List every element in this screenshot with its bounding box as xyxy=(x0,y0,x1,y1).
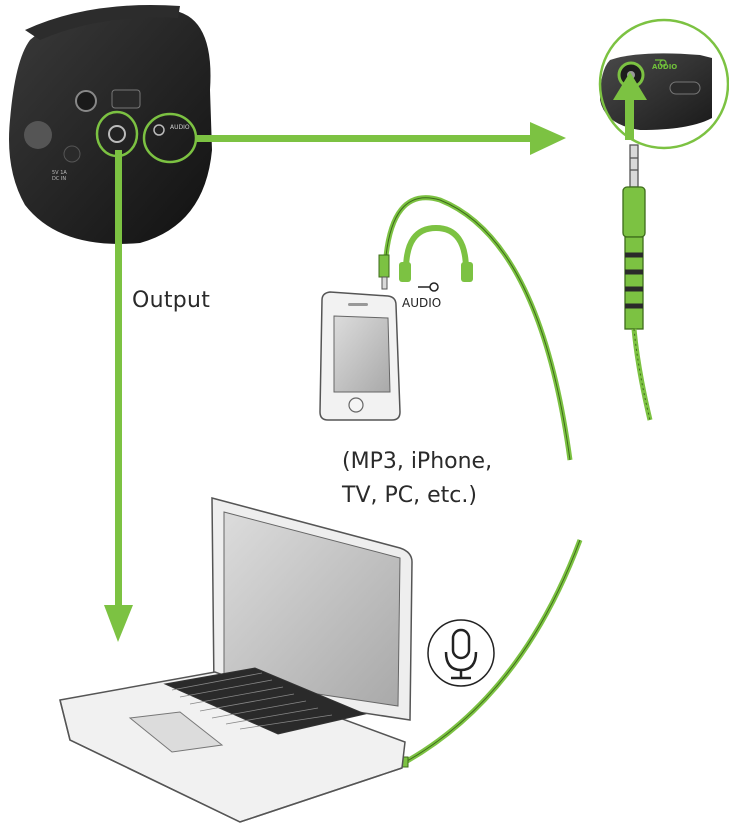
aux-cable xyxy=(371,195,583,768)
audio-jack-icon xyxy=(418,282,439,292)
audio-label-speaker: AUDIO xyxy=(652,63,678,71)
audio-jack-plug xyxy=(622,144,653,421)
microphone-icon xyxy=(427,619,495,687)
headphones-icon xyxy=(399,224,473,282)
arrow-to-laptop xyxy=(104,150,133,642)
smartphone xyxy=(319,291,401,421)
arrow-to-speaker xyxy=(196,122,566,155)
audio-port-label: AUDIO xyxy=(170,124,190,131)
transmitter-device xyxy=(9,5,212,244)
audio-label-phone: AUDIO xyxy=(402,296,442,310)
power-port-label: 5V 1A DC IN xyxy=(52,170,67,182)
speaker-device xyxy=(598,18,729,150)
laptop xyxy=(59,497,413,823)
output-label: Output xyxy=(132,288,211,313)
devices-label: (MP3, iPhone, TV, PC, etc.) xyxy=(342,449,493,508)
